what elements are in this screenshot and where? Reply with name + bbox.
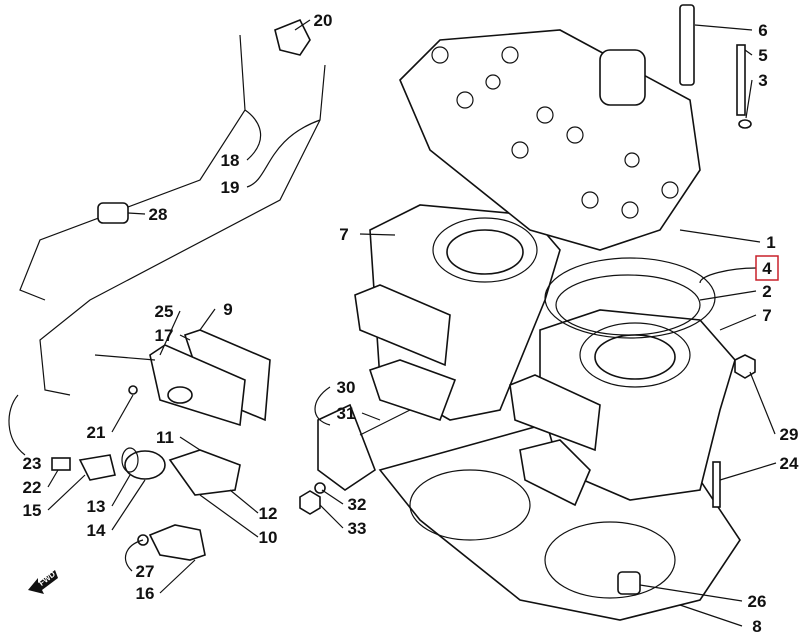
callout-4: 4: [762, 259, 772, 278]
callout-1: 1: [766, 233, 775, 252]
spacer-13: [124, 450, 166, 480]
callout-32: 32: [348, 495, 367, 514]
callout-22: 22: [23, 478, 42, 497]
callout-24: 24: [780, 454, 799, 473]
callout-7: 7: [339, 225, 348, 244]
callout-12: 12: [259, 504, 278, 523]
callout-28: 28: [149, 205, 168, 224]
callout-9: 9: [223, 300, 232, 319]
cylinder-front: [539, 309, 736, 501]
callout-15: 15: [23, 501, 42, 520]
callout-17: 17: [155, 326, 174, 345]
head-gasket-2: [555, 274, 701, 336]
forward-arrow-icon: FWD: [28, 569, 58, 594]
clip-28: [97, 202, 129, 224]
cable-19: [39, 64, 326, 396]
head-bolt: [736, 44, 746, 116]
callout-8: 8: [752, 617, 761, 636]
clip-20: [274, 18, 311, 56]
callout-29: 29: [780, 425, 799, 444]
callout-27: 27: [136, 562, 155, 581]
callout-21: 21: [87, 423, 106, 442]
callout-16: 16: [136, 584, 155, 603]
callout-5: 5: [758, 46, 767, 65]
callout-30: 30: [337, 378, 356, 397]
callout-2: 2: [762, 282, 771, 301]
cable-18: [19, 34, 246, 301]
lever-11: [168, 449, 241, 496]
callout-11: 11: [156, 428, 174, 447]
callout-6: 6: [758, 21, 767, 40]
callout-7: 7: [762, 306, 771, 325]
highlight-box: [755, 255, 779, 281]
callout-13: 13: [87, 497, 106, 516]
stud-24: [712, 461, 721, 508]
callout-3: 3: [758, 71, 767, 90]
gasket-16: [148, 524, 206, 561]
callout-14: 14: [87, 521, 106, 540]
callout-25: 25: [155, 302, 174, 321]
gasket-30: [317, 403, 376, 491]
callout-31: 31: [337, 404, 356, 423]
callout-20: 20: [314, 11, 333, 30]
leader-lines: [8, 19, 777, 627]
plate-17: [149, 344, 246, 427]
callout-10: 10: [259, 528, 278, 547]
dowel-26: [617, 571, 641, 595]
callout-18: 18: [221, 151, 240, 170]
callout-26: 26: [748, 592, 767, 611]
callout-33: 33: [348, 519, 367, 538]
callout-23: 23: [23, 454, 42, 473]
spark-plug: [679, 4, 695, 86]
nut-29: [734, 354, 756, 379]
callout-19: 19: [221, 178, 240, 197]
